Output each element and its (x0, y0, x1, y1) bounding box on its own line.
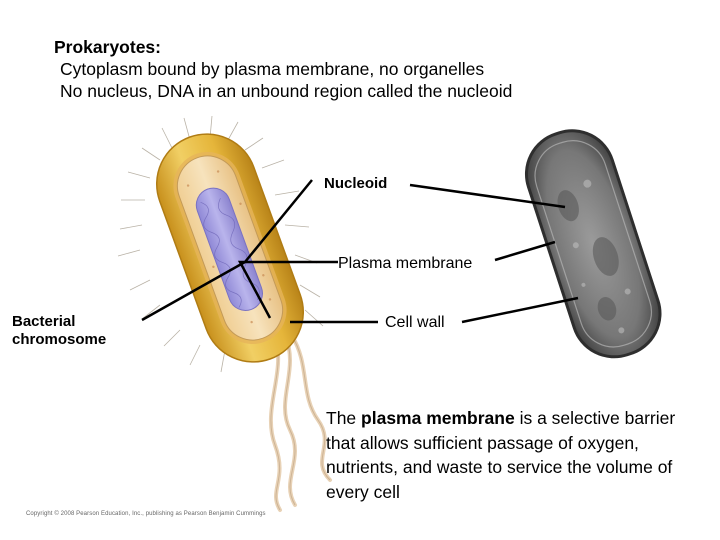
plasma-membrane-pointer-left (237, 260, 338, 319)
heading-title: Prokaryotes: (54, 37, 161, 57)
bacterium-cell (155, 133, 305, 363)
heading-block: Prokaryotes: Cytoplasm bound by plasma m… (54, 36, 512, 102)
label-plasma-membrane: Plasma membrane (338, 255, 473, 272)
plasma-membrane-note: The plasma membrane is a selective barri… (326, 406, 706, 504)
flagella (269, 333, 332, 512)
leader-lines (141, 179, 579, 324)
label-bacterial-chromosome: Bacterial chromosome (12, 313, 107, 348)
heading-line-1: Cytoplasm bound by plasma membrane, no o… (60, 59, 485, 79)
plasma-membrane-pointer (494, 240, 556, 262)
electron-micrograph (524, 129, 662, 359)
note-emphasis: plasma membrane (361, 408, 515, 428)
heading-line-2: No nucleus, DNA in an unbound region cal… (60, 81, 513, 101)
copyright-notice: Copyright © 2008 Pearson Education, Inc.… (26, 511, 266, 517)
note-suffix: is a selective barrier that allows suffi… (326, 408, 676, 502)
pili (117, 115, 324, 373)
label-cell-wall: Cell wall (385, 314, 445, 331)
nucleoid-pointer (409, 183, 566, 209)
label-nucleoid: Nucleoid (324, 175, 388, 192)
cell-wall-pointer-right (461, 296, 579, 324)
note-prefix: The (326, 408, 362, 428)
